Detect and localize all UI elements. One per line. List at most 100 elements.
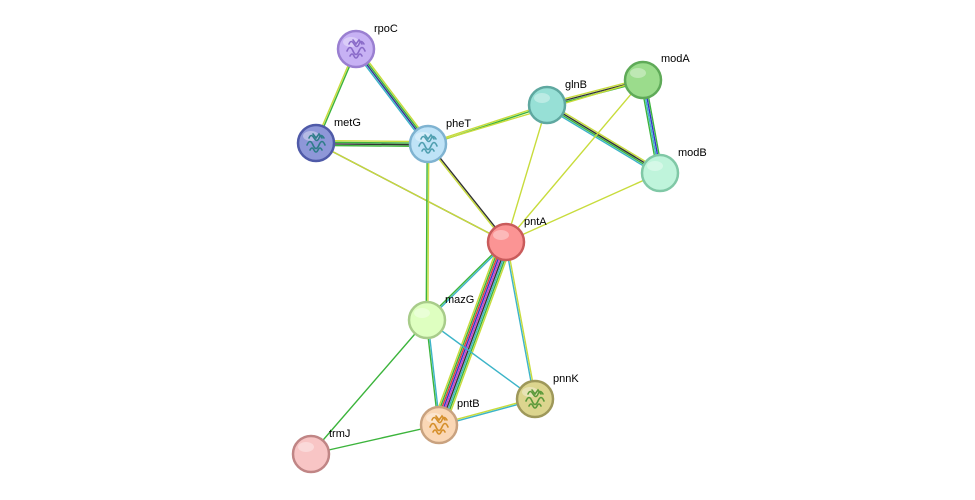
node-pheT[interactable]: pheT	[408, 118, 471, 164]
edge-evidence-line	[439, 241, 509, 427]
edge-evidence-line	[426, 319, 536, 400]
edge-glnB-pntA[interactable]	[505, 104, 548, 243]
edge-mazG-trmJ[interactable]	[310, 319, 428, 455]
edge-pntA-pntB[interactable]	[432, 239, 513, 428]
structure-strand	[429, 422, 449, 432]
edge-evidence-line	[504, 241, 535, 400]
node-label: metG	[334, 117, 361, 129]
edge-evidence-line	[444, 243, 513, 428]
node-glnB[interactable]: glnB	[527, 79, 587, 125]
node-circle[interactable]	[291, 434, 331, 474]
structure-strand	[424, 133, 435, 141]
edge-evidence-line	[310, 424, 440, 455]
edge-evidence-line	[427, 142, 508, 243]
node-label: trmJ	[329, 428, 350, 440]
node-circle[interactable]	[407, 300, 447, 340]
edge-evidence-line	[505, 172, 661, 243]
protein-structure-icon	[429, 414, 449, 435]
node-circle[interactable]	[296, 123, 336, 163]
node-pntB[interactable]: pntB	[419, 398, 480, 445]
node-pntA[interactable]: pntA	[486, 216, 547, 262]
node-circle[interactable]	[408, 124, 448, 164]
edge-evidence-line	[357, 46, 431, 144]
edge-evidence-line	[426, 143, 507, 244]
node-trmJ[interactable]: trmJ	[291, 428, 350, 474]
edge-evidence-line	[547, 102, 662, 172]
edge-evidence-line	[435, 240, 504, 425]
edge-evidence-line	[315, 142, 507, 243]
node-highlight	[414, 308, 430, 318]
edge-rpoC-pheT[interactable]	[353, 46, 431, 147]
node-label: modB	[678, 147, 707, 159]
structure-strand	[418, 141, 438, 151]
structure-strand	[527, 390, 544, 398]
edge-pntA-pnnK[interactable]	[504, 241, 537, 400]
edge-evidence-line	[354, 48, 429, 146]
edge-evidence-line	[425, 143, 428, 321]
node-rpoC[interactable]: rpoC	[336, 23, 398, 69]
node-label: pnnK	[553, 373, 579, 385]
structure-strand	[528, 403, 542, 409]
structure-strand	[308, 134, 325, 142]
node-circle[interactable]	[623, 60, 663, 100]
edge-pntB-trmJ[interactable]	[310, 424, 440, 455]
structure-strand	[346, 46, 366, 56]
structure-strand	[312, 132, 323, 140]
edge-evidence-line	[441, 242, 510, 427]
edge-evidence-line	[505, 79, 644, 243]
node-circle[interactable]	[419, 405, 459, 445]
protein-structure-icon	[306, 132, 326, 153]
node-highlight	[647, 161, 663, 171]
edge-evidence-line	[432, 239, 501, 424]
edge-pheT-mazG[interactable]	[425, 143, 430, 321]
structure-strand	[432, 429, 446, 435]
node-highlight	[493, 230, 509, 240]
node-circle[interactable]	[527, 85, 567, 125]
edge-evidence-line	[442, 242, 512, 428]
structure-strand	[352, 38, 363, 46]
node-label: rpoC	[374, 23, 398, 35]
edge-evidence-line	[427, 143, 430, 321]
protein-structure-icon	[346, 38, 366, 59]
node-pnnK[interactable]: pnnK	[515, 373, 579, 419]
edge-evidence-line	[353, 49, 427, 147]
node-circle[interactable]	[486, 222, 526, 262]
node-label: glnB	[565, 79, 587, 91]
edge-evidence-line	[436, 240, 506, 426]
edge-evidence-line	[545, 106, 660, 176]
node-highlight	[298, 442, 314, 452]
edge-glnB-modB[interactable]	[545, 102, 662, 176]
structure-strand	[306, 140, 326, 150]
edge-mazG-pnnK[interactable]	[426, 319, 536, 400]
node-metG[interactable]: metG	[296, 117, 361, 163]
structure-strand	[420, 135, 437, 143]
node-circle[interactable]	[640, 153, 680, 193]
structure-strand	[435, 414, 446, 422]
node-mazG[interactable]: mazG	[407, 294, 474, 340]
node-modA[interactable]: modA	[623, 53, 690, 100]
protein-structure-icon	[525, 388, 545, 409]
edge-evidence-line	[433, 239, 503, 425]
node-circle[interactable]	[515, 379, 555, 419]
structure-strand	[348, 40, 365, 48]
structure-strand	[349, 53, 363, 59]
edge-metG-pntA[interactable]	[315, 142, 507, 243]
edges-layer	[310, 46, 664, 455]
edge-modB-pntA[interactable]	[505, 172, 661, 243]
edge-evidence-line	[427, 103, 548, 144]
edge-evidence-line	[545, 104, 661, 175]
node-label: modA	[661, 53, 690, 65]
structure-strand	[309, 147, 323, 153]
edge-evidence-line	[546, 103, 662, 174]
node-modB[interactable]: modB	[640, 147, 707, 193]
node-highlight	[630, 68, 646, 78]
edge-modA-pntA[interactable]	[505, 79, 644, 243]
edge-pheT-pntA[interactable]	[426, 142, 508, 244]
edge-evidence-line	[505, 104, 548, 243]
structure-strand	[531, 388, 542, 396]
edge-evidence-line	[506, 241, 537, 400]
node-circle[interactable]	[336, 29, 376, 69]
node-label: mazG	[445, 294, 474, 306]
edge-evidence-line	[438, 241, 507, 426]
node-label: pntA	[524, 216, 547, 228]
